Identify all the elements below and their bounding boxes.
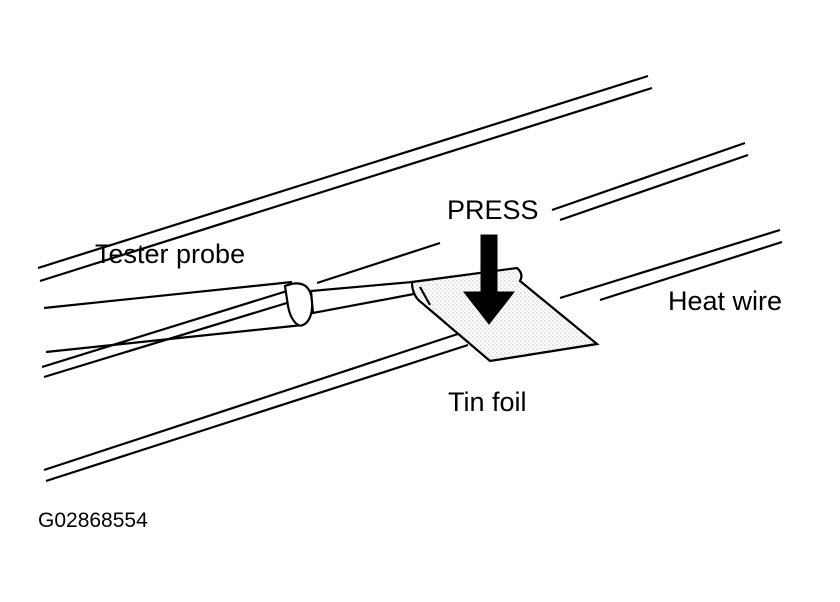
heat-wire-label: Heat wire (668, 286, 783, 316)
tester-probe (43, 280, 416, 354)
heat-wire-upper (37, 74, 653, 283)
tester-probe-label: Tester probe (95, 239, 246, 269)
tin-foil-sheet (410, 266, 600, 363)
press-label: PRESS (447, 195, 539, 225)
figure-code: G02868554 (38, 509, 148, 532)
tin-foil-label: Tin foil (448, 387, 527, 417)
press-arrow-icon (462, 234, 516, 325)
heat-wire-lower (43, 228, 783, 483)
